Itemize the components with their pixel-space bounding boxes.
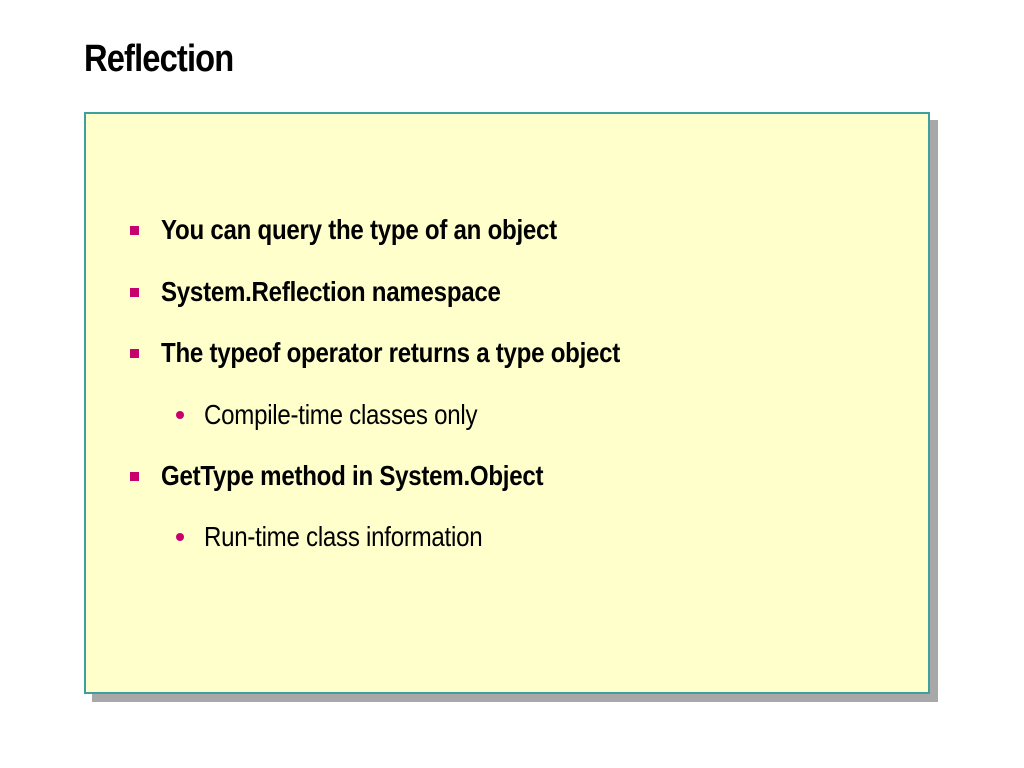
content-box: You can query the type of an object Syst… (84, 112, 930, 694)
round-bullet-icon (176, 533, 184, 541)
bullet-text: GetType method in System.Object (161, 460, 544, 491)
bullet-item-typeof-operator: The typeof operator returns a type objec… (130, 337, 695, 369)
bullet-text: You can query the type of an object (161, 214, 557, 245)
square-bullet-icon (130, 471, 139, 481)
square-bullet-icon (130, 225, 139, 235)
bullet-list: You can query the type of an object Syst… (86, 114, 928, 692)
square-bullet-icon (130, 287, 139, 297)
bullet-item-reflection-namespace: System.Reflection namespace (130, 276, 556, 308)
bullet-item-gettype-method: GetType method in System.Object (130, 460, 606, 492)
sub-bullet-item-run-time: Run-time class information (176, 521, 528, 553)
sub-bullet-text: Run-time class information (204, 521, 483, 552)
square-bullet-icon (130, 348, 139, 358)
sub-bullet-item-compile-time: Compile-time classes only (176, 399, 522, 431)
round-bullet-icon (176, 411, 184, 419)
slide-title: Reflection (84, 38, 234, 80)
bullet-text: The typeof operator returns a type objec… (161, 337, 621, 368)
sub-bullet-text: Compile-time classes only (204, 399, 478, 430)
bullet-item-query-type: You can query the type of an object (130, 214, 621, 246)
bullet-text: System.Reflection namespace (161, 276, 501, 307)
